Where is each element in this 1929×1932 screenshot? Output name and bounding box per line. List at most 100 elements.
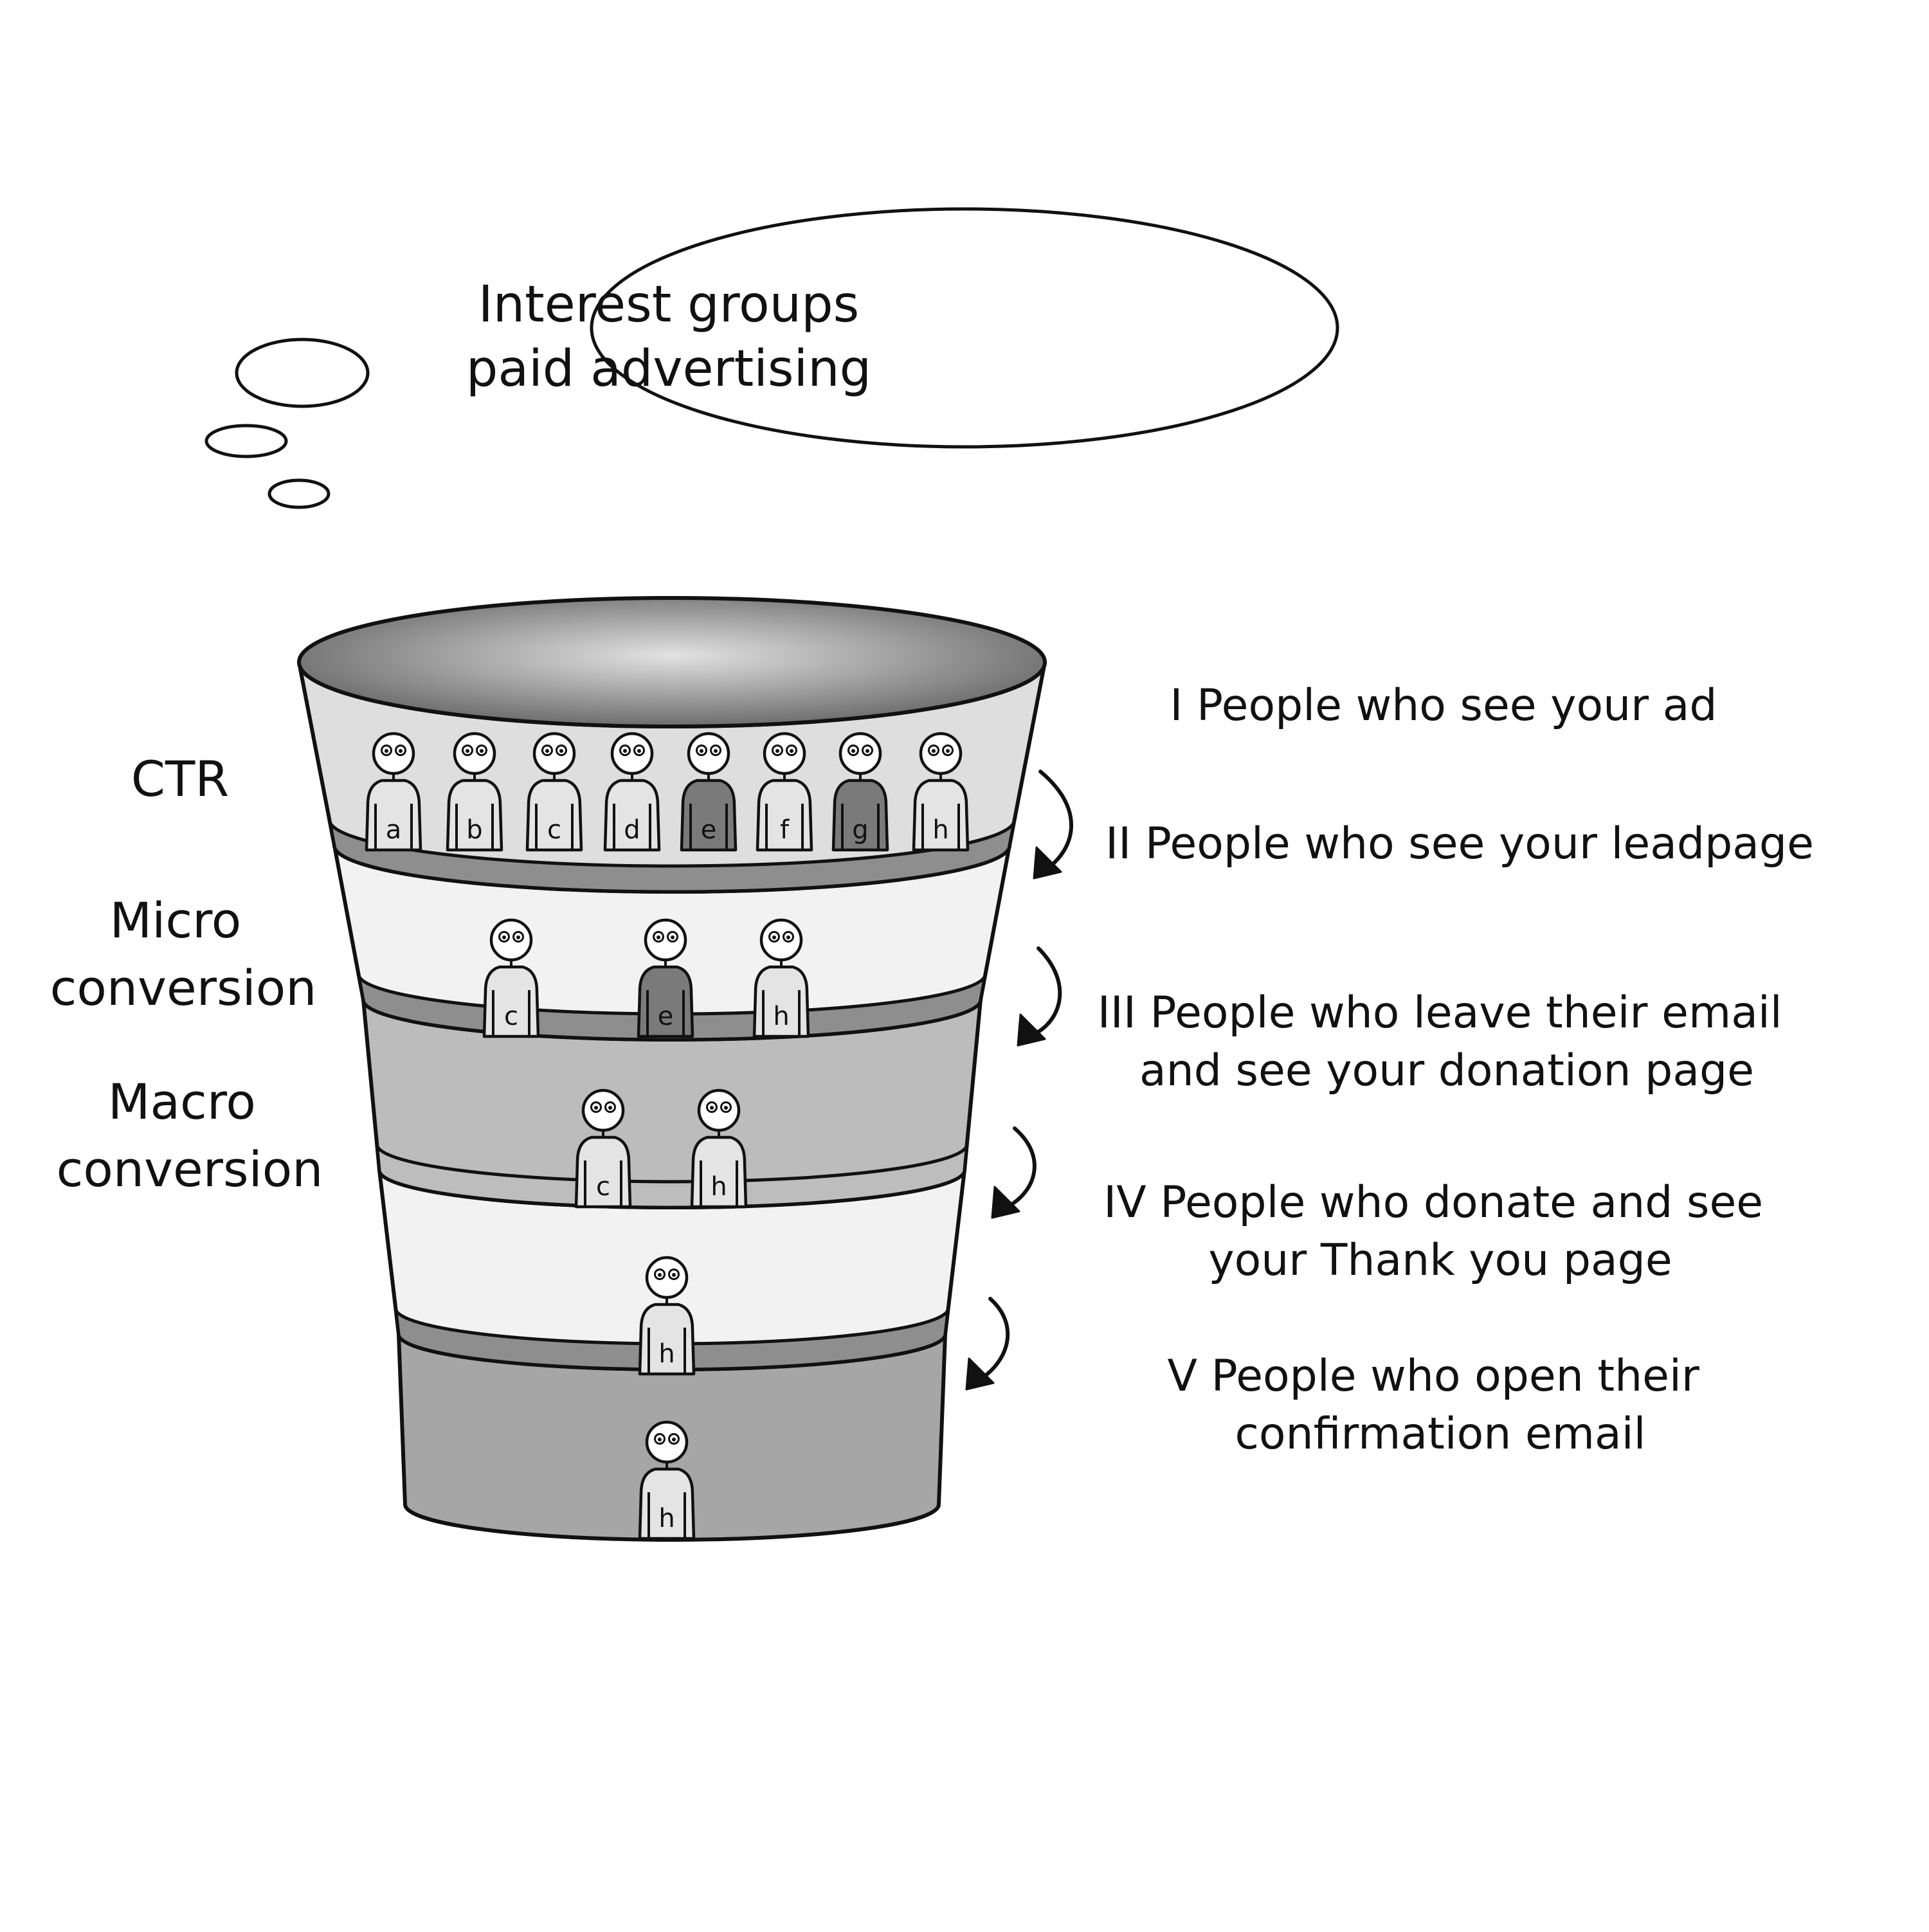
thought-bubble-puff-large [235, 338, 370, 408]
person-pupil [946, 749, 950, 753]
person-letter: h [658, 1339, 675, 1369]
stage-label-5-line2: confirmation email [1235, 1409, 1646, 1459]
person-pupil [480, 749, 484, 753]
person-shirt [690, 1135, 748, 1209]
tier-4-people: h [638, 1256, 696, 1376]
person-pupil [658, 1438, 662, 1441]
person-letter: c [504, 1002, 518, 1031]
person-letter: a [386, 815, 402, 845]
funnel-tier-3 [361, 998, 983, 1209]
person-head [453, 732, 496, 775]
stage-arrow-4 [965, 1297, 1010, 1391]
thought-bubble-line1: Interest groups [478, 276, 860, 334]
person-pupil [671, 935, 675, 939]
person-pupil [790, 749, 793, 753]
stage-label-4-line2: your Thank you page [1208, 1235, 1672, 1286]
person-h: h [638, 1256, 696, 1376]
person-head [532, 732, 576, 775]
stage-label-3: III People who leave their email and see… [1098, 988, 1797, 1096]
stage-label-3-line2: and see your donation page [1139, 1045, 1754, 1096]
person-pupil [657, 935, 660, 939]
person-letter: h [932, 815, 948, 845]
arrow-head [1033, 846, 1062, 880]
person-letter: e [658, 1002, 674, 1031]
person-d: d [603, 732, 661, 852]
person-pupil [594, 1106, 598, 1110]
thought-bubble: Interest groups paid advertising [204, 207, 1339, 509]
metric-label-micro-conversion: Micro conversion [50, 892, 317, 1016]
person-e: e [637, 918, 694, 1038]
person-shirt [525, 779, 583, 852]
metric-label-macro-line2: conversion [57, 1141, 323, 1198]
person-a: a [365, 732, 422, 852]
person-pupil [637, 749, 641, 753]
stage-label-1: I People who see your ad [1170, 680, 1717, 731]
metric-labels: CTR Micro conversion Macro conversion [50, 750, 323, 1198]
stage-arrows [965, 770, 1074, 1391]
metric-label-micro-line2: conversion [50, 959, 317, 1016]
person-head [763, 732, 806, 775]
person-shirt [756, 779, 813, 852]
person-shirt [752, 965, 810, 1038]
stage-label-4-line1: IV People who donate and see [1103, 1177, 1763, 1228]
funnel-tier-3-rim [375, 1144, 969, 1209]
arrow-head [965, 1357, 995, 1391]
person-head [919, 732, 963, 775]
person-h: h [690, 1088, 748, 1209]
person-pupil [623, 749, 627, 753]
person-head [489, 918, 533, 962]
person-h: h [752, 918, 810, 1038]
person-pupil [608, 1106, 612, 1110]
person-pupil [700, 749, 703, 753]
person-pupil [672, 1273, 676, 1277]
person-pupil [399, 749, 403, 753]
metric-label-micro-line1: Micro [110, 892, 242, 949]
person-shirt [446, 779, 503, 852]
person-head [687, 732, 730, 775]
thought-bubble-line2: paid advertising [466, 340, 871, 398]
person-letter: e [701, 815, 717, 845]
person-c: c [525, 732, 583, 852]
person-g: g [831, 732, 889, 852]
person-letter: g [852, 815, 868, 845]
metric-label-macro-conversion: Macro conversion [57, 1073, 323, 1198]
person-pupil [775, 749, 779, 753]
person-pupil [658, 1273, 662, 1277]
person-pupil [545, 749, 549, 753]
arrow-stem [1004, 1126, 1037, 1209]
person-head [644, 918, 687, 962]
person-pupil [772, 935, 776, 939]
person-pupil [502, 935, 506, 939]
person-h: h [912, 732, 970, 852]
thought-bubble-cloud [590, 207, 1339, 449]
person-shirt [365, 779, 422, 852]
person-shirt [680, 779, 738, 852]
person-pupil [672, 1438, 676, 1441]
stage-label-4: IV People who donate and see your Thank … [1103, 1177, 1777, 1286]
funnel-tier-1-rim [327, 819, 1017, 894]
person-letter: h [658, 1504, 675, 1533]
metric-label-ctr: CTR [131, 750, 229, 808]
person-b: b [446, 732, 503, 852]
person-pupil [851, 749, 855, 753]
person-pupil [786, 935, 790, 939]
person-shirt [638, 1467, 696, 1540]
person-shirt [574, 1135, 632, 1209]
stage-label-1-line1: I People who see your ad [1170, 680, 1717, 731]
person-f: f [756, 732, 813, 852]
person-head [838, 732, 882, 775]
person-shirt [912, 779, 970, 852]
person-head [645, 1420, 689, 1464]
person-letter: d [624, 815, 640, 845]
person-letter: c [547, 815, 561, 845]
stage-label-5: V People who open their confirmation ema… [1168, 1351, 1714, 1459]
person-pupil [385, 749, 388, 753]
person-pupil [710, 1106, 714, 1110]
person-letter: h [711, 1172, 727, 1202]
person-pupil [724, 1106, 728, 1110]
person-c: c [574, 1088, 632, 1209]
